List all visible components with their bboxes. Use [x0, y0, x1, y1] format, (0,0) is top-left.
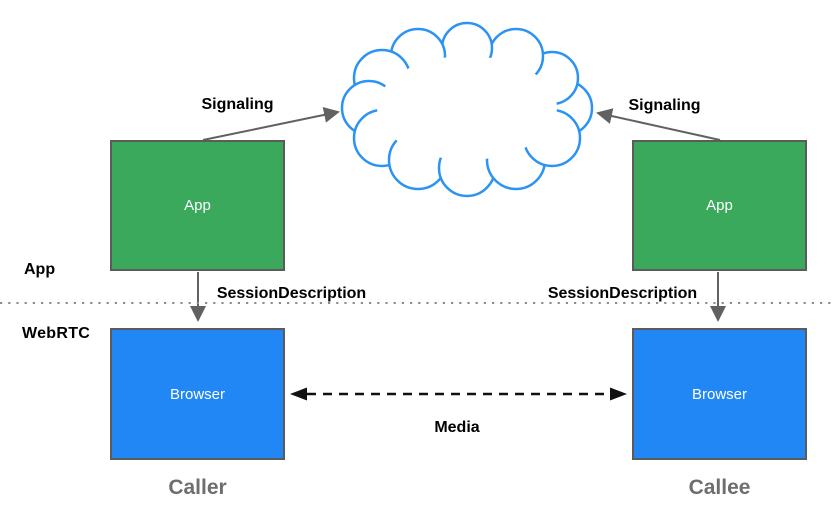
layer-label-app: App — [24, 261, 56, 278]
caller-app-box: App — [110, 140, 285, 271]
signaling-arrow-left — [202, 107, 340, 141]
callee-browser-box: Browser — [632, 328, 807, 460]
callee-browser-label: Browser — [691, 385, 747, 403]
media-arrowhead-left — [290, 387, 307, 401]
signaling-label-left: Signaling — [201, 96, 274, 113]
callee-caption: Callee — [688, 476, 751, 499]
media-label: Media — [434, 419, 480, 436]
layer-label-webrtc: WebRTC — [22, 325, 91, 342]
caller-browser-label: Browser — [169, 385, 225, 403]
callee-app-box: App — [632, 140, 807, 271]
signaling-arrow-right — [596, 108, 721, 141]
session-description-label-right: SessionDescription — [547, 285, 698, 302]
callee-app-label: App — [706, 197, 733, 214]
signaling-label-right: Signaling — [628, 97, 701, 114]
session-description-label-left: SessionDescription — [216, 285, 367, 302]
caller-browser-box: Browser — [110, 328, 285, 460]
caller-caption: Caller — [168, 476, 227, 499]
caller-app-label: App — [184, 197, 211, 214]
media-arrowhead-right — [610, 387, 627, 401]
cloud-icon — [340, 21, 594, 198]
